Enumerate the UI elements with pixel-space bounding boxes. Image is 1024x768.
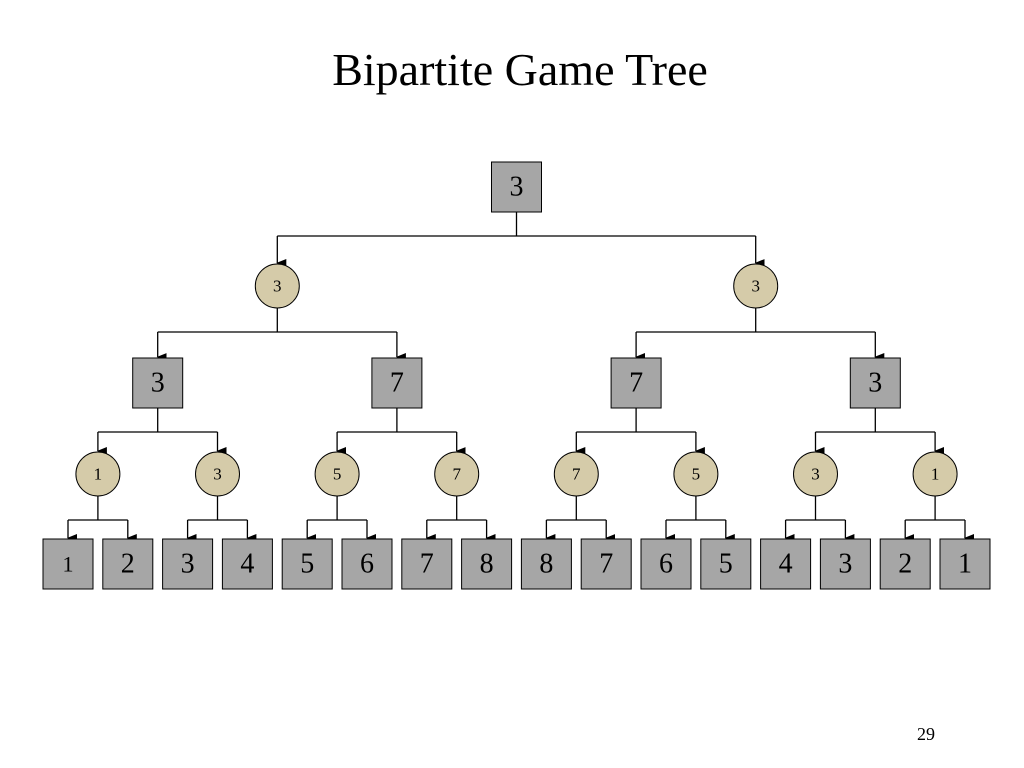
node-value-label: 3 [273,277,282,296]
min-node: 3 [254,263,300,309]
max-node-box [879,538,931,590]
max-node: 3 [819,538,871,590]
node-value-label: 5 [692,465,701,484]
max-node: 3 [491,161,542,213]
max-node: 8 [520,538,572,590]
max-node: 7 [610,357,662,409]
min-node-circle [793,451,838,497]
node-value-label: 5 [333,465,342,484]
max-node: 4 [221,538,273,590]
max-node: 7 [371,357,423,409]
node-value-label: 3 [838,549,852,580]
max-node-box [640,538,692,590]
node-value-label: 1 [931,465,940,484]
min-node-circle [434,451,480,497]
max-node: 4 [760,538,812,590]
min-node: 5 [314,451,360,497]
max-node-box [760,538,812,590]
node-value-label: 5 [719,549,733,580]
node-value-label: 3 [213,465,222,484]
max-node-box [580,538,632,590]
node-value-label: 1 [958,549,972,580]
node-value-label: 3 [811,465,820,484]
node-value-label: 8 [480,549,494,580]
max-node-box [132,357,184,409]
slide-title: Bipartite Game Tree [332,44,708,95]
max-node: 2 [879,538,931,590]
node-value-label: 8 [539,549,553,580]
min-node: 3 [793,451,838,497]
node-value-label: 4 [240,549,254,580]
min-node-circle [553,451,599,497]
max-node-box [461,538,513,590]
page-number: 29 [917,724,935,744]
node-value-label: 7 [452,465,461,484]
node-value-label: 2 [898,549,912,580]
node-value-label: 5 [300,549,314,580]
min-node-circle [733,263,779,309]
node-value-label: 1 [63,552,74,577]
node-value-label: 4 [779,549,793,580]
max-node-box [610,357,662,409]
max-node: 5 [281,538,333,590]
node-value-label: 7 [599,549,613,580]
max-node-box [939,538,991,590]
max-node: 3 [162,538,214,590]
max-node: 3 [132,357,184,409]
node-value-label: 3 [510,172,524,203]
max-node-box [371,357,423,409]
node-value-label: 7 [572,465,581,484]
max-node: 6 [341,538,393,590]
max-node-box [42,538,94,590]
max-node: 1 [939,538,991,590]
max-node: 1 [42,538,94,590]
max-node-box [520,538,572,590]
node-value-label: 3 [868,368,882,399]
max-node-box [102,538,154,590]
max-node-box [281,538,333,590]
min-node: 7 [434,451,480,497]
min-node-circle [195,451,240,497]
min-node: 3 [733,263,779,309]
node-value-label: 3 [151,368,165,399]
node-value-label: 1 [94,465,103,484]
max-node: 8 [461,538,513,590]
max-node-box [700,538,752,590]
min-node-circle [912,451,958,497]
node-value-label: 3 [751,277,760,296]
max-node-box [401,538,453,590]
node-value-label: 7 [629,368,643,399]
max-node-box [341,538,393,590]
min-node: 1 [75,451,121,497]
min-node: 5 [673,451,719,497]
max-node-box [849,357,901,409]
min-node-circle [673,451,719,497]
min-node-circle [75,451,121,497]
min-node: 1 [912,451,958,497]
min-node: 7 [553,451,599,497]
max-node: 3 [849,357,901,409]
node-value-label: 6 [360,549,374,580]
max-node-box [221,538,273,590]
node-value-label: 7 [390,368,404,399]
max-node: 2 [102,538,154,590]
max-node-box [491,161,542,213]
min-node: 3 [195,451,240,497]
node-value-label: 7 [420,549,434,580]
min-node-circle [254,263,300,309]
max-node: 7 [401,538,453,590]
node-value-label: 6 [659,549,673,580]
min-node-circle [314,451,360,497]
max-node: 6 [640,538,692,590]
node-value-label: 2 [121,549,135,580]
node-value-label: 3 [181,549,195,580]
max-node-box [162,538,214,590]
max-node-box [819,538,871,590]
max-node: 5 [700,538,752,590]
max-node: 7 [580,538,632,590]
